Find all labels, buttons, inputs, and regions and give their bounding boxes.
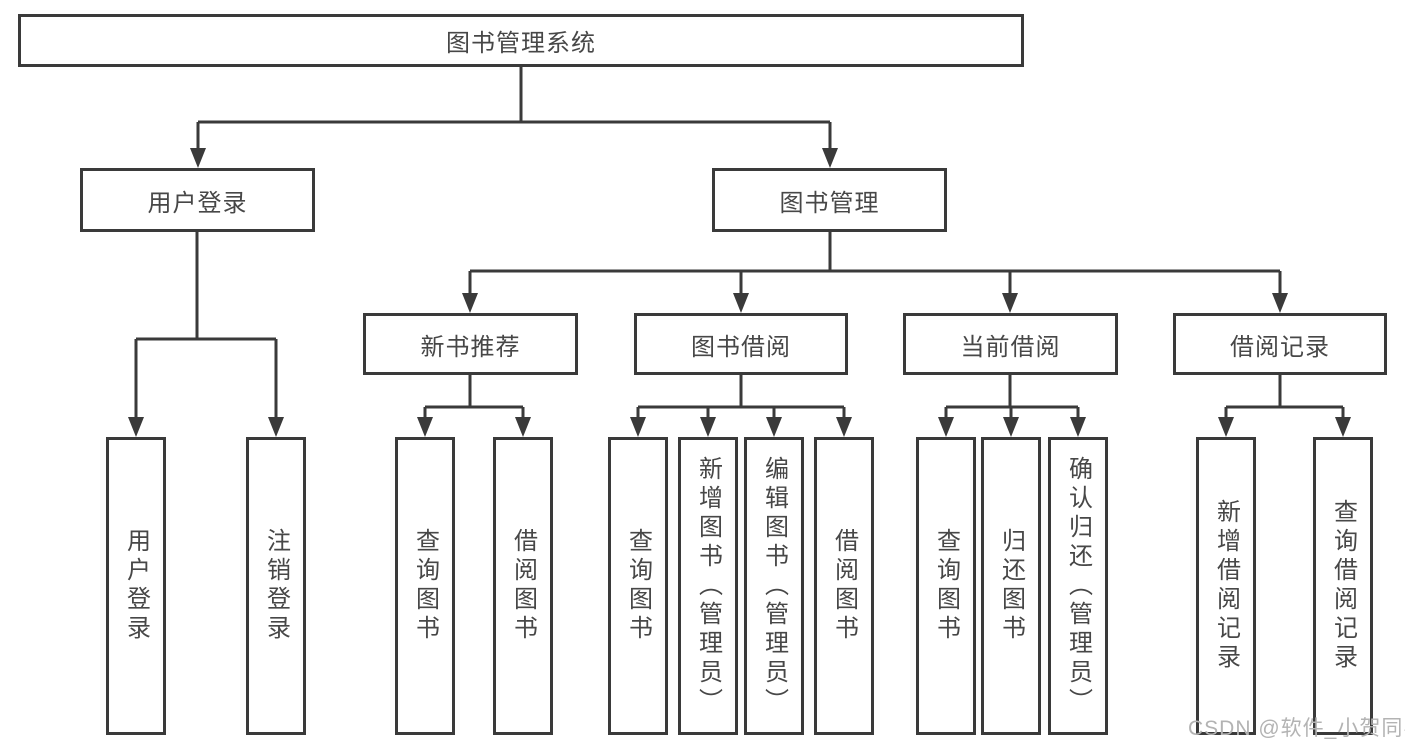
node-label: 图书管理	[779, 189, 880, 217]
node-leaf-confirm-return-admin: 确认归还（管理员）	[1048, 437, 1108, 735]
node-current-borrowing: 当前借阅	[903, 313, 1118, 375]
watermark: CSDN @软件_小贺同学	[1188, 717, 1405, 740]
node-leaf-borrow-books-1: 借阅图书	[493, 437, 553, 735]
node-root: 图书管理系统	[18, 14, 1024, 67]
node-label: 借阅记录	[1230, 333, 1330, 361]
node-new-book-recommend: 新书推荐	[363, 313, 578, 375]
node-label: 当前借阅	[960, 333, 1061, 361]
node-label: 用户登录	[122, 528, 150, 644]
node-label: 查询图书	[932, 528, 960, 644]
node-label: 确认归还（管理员）	[1064, 455, 1092, 717]
node-user-login: 用户登录	[80, 168, 315, 232]
node-label: 用户登录	[147, 189, 248, 217]
node-leaf-user-login: 用户登录	[106, 437, 166, 735]
node-label: 新增图书（管理员）	[694, 455, 722, 717]
node-book-management: 图书管理	[712, 168, 947, 232]
node-label: 新书推荐	[420, 333, 521, 361]
node-label: 图书管理系统	[446, 30, 596, 57]
node-leaf-query-books-2: 查询图书	[608, 437, 668, 735]
node-leaf-edit-books-admin: 编辑图书（管理员）	[744, 437, 804, 735]
node-book-borrowing: 图书借阅	[634, 313, 848, 375]
node-label: 图书借阅	[691, 333, 791, 361]
node-leaf-logout: 注销登录	[246, 437, 306, 735]
node-leaf-return-books: 归还图书	[981, 437, 1041, 735]
node-leaf-query-books-3: 查询图书	[916, 437, 976, 735]
node-label: 借阅图书	[830, 528, 858, 644]
node-label: 查询借阅记录	[1329, 499, 1357, 673]
node-label: 归还图书	[997, 528, 1025, 644]
node-label: 注销登录	[262, 528, 290, 644]
node-label: 编辑图书（管理员）	[760, 455, 788, 717]
node-leaf-add-borrow-record: 新增借阅记录	[1196, 437, 1256, 735]
node-label: 新增借阅记录	[1212, 499, 1240, 673]
node-leaf-query-borrow-record: 查询借阅记录	[1313, 437, 1373, 735]
node-leaf-query-books-1: 查询图书	[395, 437, 455, 735]
node-borrowing-records: 借阅记录	[1173, 313, 1387, 375]
node-leaf-add-books-admin: 新增图书（管理员）	[678, 437, 738, 735]
node-label: 查询图书	[411, 528, 439, 644]
node-leaf-borrow-books-2: 借阅图书	[814, 437, 874, 735]
node-label: 借阅图书	[509, 528, 537, 644]
node-label: 查询图书	[624, 528, 652, 644]
